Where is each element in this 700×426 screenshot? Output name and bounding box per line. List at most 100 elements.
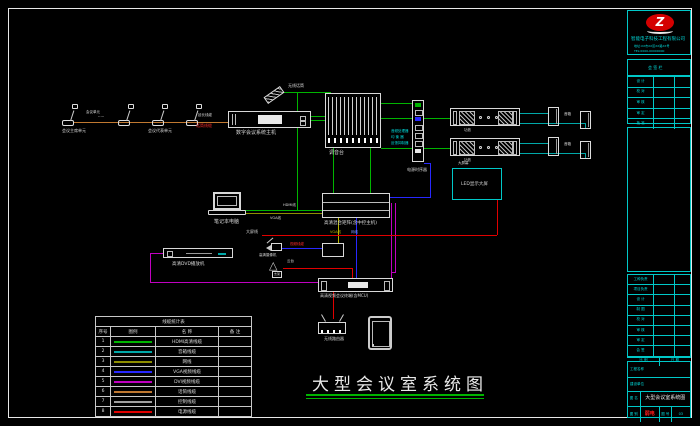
wire-wmic	[283, 92, 331, 93]
sign-box: 会 签 栏	[627, 59, 691, 76]
staff-row-label: 项目负责	[633, 286, 648, 291]
info-box: 工程名称 建设单位 图 名 大型会议室系统图 图 别 弱电 图 号 03	[627, 361, 691, 422]
label-host: 数字会议系统主机	[236, 130, 277, 136]
wire-amp2-spk2	[520, 153, 586, 154]
label-vga-tag: VGA线	[330, 230, 342, 234]
label-dvd: 高清DVD播放机	[172, 262, 205, 267]
label-chairman-unit: 会议主席单元	[62, 128, 86, 133]
wire-mixer-matrix-1	[333, 148, 334, 193]
legend-header-remark: 备 注	[218, 326, 252, 337]
drawing-name-label: 图 名	[629, 396, 638, 401]
label-hdmi-note: HDMI线	[283, 203, 296, 207]
scale-label: 比 例	[639, 358, 648, 363]
tablet	[368, 316, 392, 350]
class-value-stamp: 弱电	[639, 407, 659, 422]
title-underline-1	[306, 394, 484, 396]
label-mic-cable: 话筒线缆	[196, 123, 212, 128]
label-chain-note: 会议单元	[86, 110, 100, 114]
legend-line-sample	[114, 350, 152, 353]
conference-host-unit	[228, 111, 311, 128]
staff-table: 工种负责 项目负责 设 计 制 图 校 对 审 核 审 定 会 签 比 例日 期	[627, 274, 691, 366]
wire-blue-elbow	[424, 163, 431, 164]
power-sequencer	[412, 100, 424, 162]
wire-terminal-router	[333, 292, 334, 319]
label-amp1: 功放	[464, 128, 471, 132]
approval-row-label: 设 计	[636, 78, 645, 83]
label-dsp-1: 音频处理器	[391, 129, 409, 133]
speaker-1a	[548, 107, 559, 126]
owner-label: 建设单位	[630, 381, 644, 386]
wire-dvd-down	[150, 253, 151, 282]
laptop-base	[208, 210, 246, 215]
legend-line-sample	[114, 410, 152, 413]
sign-box-label: 会 签 栏	[648, 65, 663, 70]
label-sequencer: 电源时序器	[407, 167, 427, 172]
label-screen-cable: 大屏线	[246, 229, 258, 234]
matrix-switcher	[322, 193, 390, 218]
label-pantilt: 云台	[287, 259, 294, 263]
led-display-label: LED显示大屏	[461, 182, 488, 187]
legend-line-sample	[114, 340, 152, 343]
label-matrix: 高清混合矩阵(含中控主机)	[324, 221, 378, 226]
wire-camera-blue	[282, 248, 322, 249]
wire-camera-red	[283, 268, 352, 269]
label-camera: 高清摄像机	[259, 253, 277, 257]
mic-delegate-3	[186, 104, 206, 126]
mount-triangle-icon: △	[269, 259, 278, 272]
wire-amp2-spk2-up	[585, 153, 586, 159]
company-logo-icon: Z	[646, 14, 674, 31]
camera-icon	[271, 243, 282, 251]
wire-laptop-hdmi	[245, 210, 322, 211]
label-delegate-unit: 会议代表单元	[148, 128, 172, 133]
class-label: 图 别	[629, 411, 638, 416]
company-line2: 地址:XX市XX区XX路XX号	[634, 44, 670, 48]
wire-magenta-elbow	[391, 272, 396, 273]
label-speaker1: 音箱	[564, 112, 571, 116]
legend-header-no: 序号	[95, 326, 111, 337]
staff-row-label: 制 图	[636, 307, 645, 312]
wireless-router	[318, 322, 346, 334]
wire-amp2-spk1	[520, 143, 548, 144]
wire-mixer-seq-2	[381, 118, 412, 119]
wire-blue-vert	[430, 163, 431, 198]
legend-line-sample	[114, 360, 152, 363]
laptop-screen	[213, 192, 241, 210]
label-terminal: 高清视频会议终端(含MCU)	[320, 293, 369, 298]
company-line3: TEL:0000-00000000	[634, 49, 665, 53]
staff-row-label: 会 签	[636, 347, 645, 352]
approval-row-label: 批 准	[636, 121, 645, 126]
company-name: 智能电子科技工程有限公司	[631, 37, 685, 42]
drawing-title: 大型会议室系统图	[312, 375, 488, 395]
label-router: 无线路由器	[324, 336, 344, 341]
wire-matrix-blue	[390, 197, 430, 198]
label-net-tag: 网线	[351, 230, 358, 234]
label-ext-note: 延长线缆	[198, 113, 212, 117]
legend-line-sample	[114, 390, 152, 393]
wire-dvd-terminal	[150, 282, 318, 283]
approval-row-label: 审 定	[636, 110, 645, 115]
wire-mixer-matrix-2	[370, 148, 371, 193]
wire-laptop-net	[245, 213, 322, 214]
label-display-top: 大屏幕	[458, 161, 469, 165]
wire-seq-amp1	[424, 118, 450, 119]
label-laptop: 笔记本电脑	[214, 219, 240, 225]
speaker-1b	[580, 111, 591, 129]
wire-screen-red-up	[497, 200, 498, 235]
wire-magenta-2	[395, 203, 396, 272]
label-dsp-2: 均 衡 器	[391, 135, 404, 139]
label-video-cable: 视频线缆	[290, 242, 304, 246]
wire-screen-red	[262, 235, 497, 236]
speaker-2a	[548, 137, 559, 156]
wire-mic-chain	[74, 122, 228, 123]
wire-amp1-spk1	[520, 113, 548, 114]
wire-mixer-seq-1	[381, 103, 412, 104]
mount-base: 支架	[272, 271, 282, 278]
mount-label: 支架	[274, 272, 281, 276]
mixer-console	[325, 93, 381, 148]
